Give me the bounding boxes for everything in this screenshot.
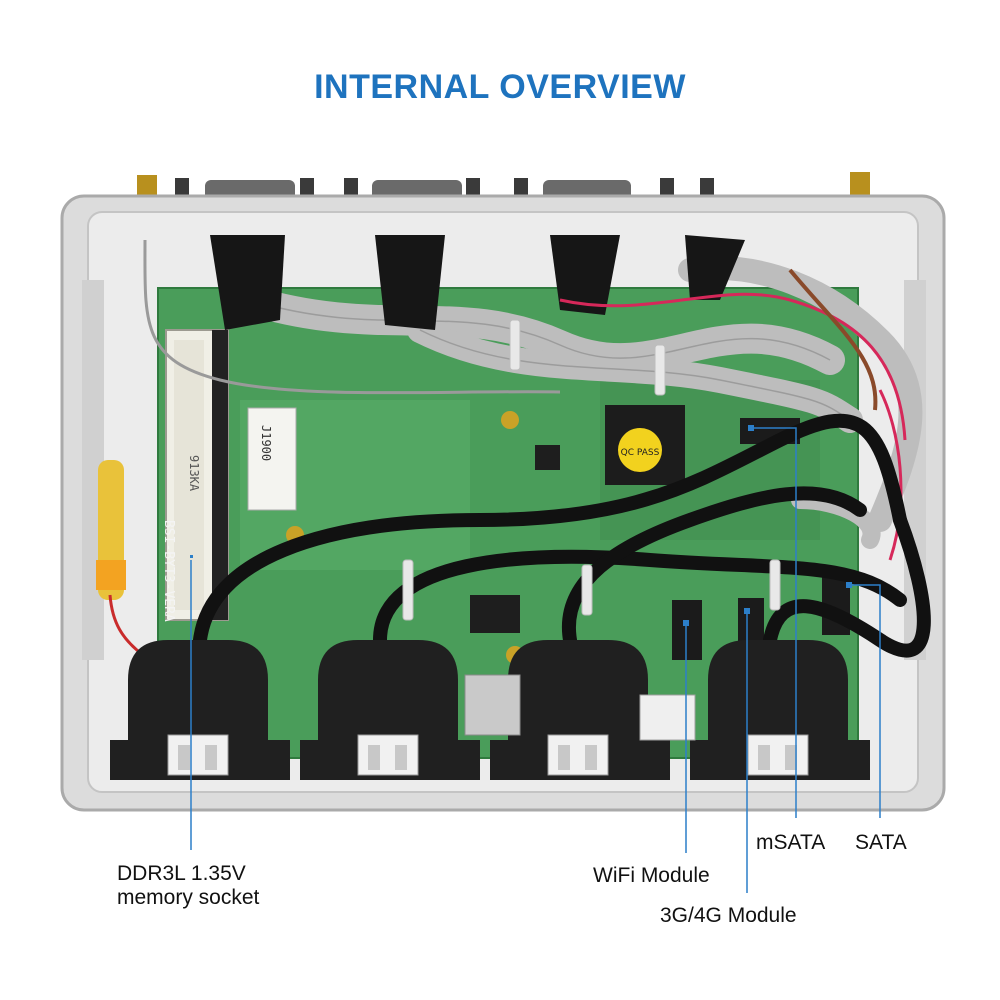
sata-label: SATA <box>855 831 907 854</box>
wifi-module-label: WiFi Module <box>593 864 710 887</box>
cpu-chip: QC PASS <box>605 405 685 485</box>
chip-stamp: QC PASS <box>621 448 660 458</box>
ddr3l-socket-label: DDR3L 1.35V memory socket <box>117 862 259 910</box>
wifi-slot <box>672 600 702 660</box>
usb-cables <box>193 413 931 658</box>
pcb-board-id: BSI-BYT3-VERA <box>161 520 176 622</box>
taped-cables <box>210 235 745 330</box>
3g4g-module-label: 3G/4G Module <box>660 904 797 927</box>
ddr-label-line1: DDR3L 1.35V <box>117 862 246 885</box>
pcb-sticker: J1900 <box>259 425 273 461</box>
ddr-label-line2: memory socket <box>117 886 260 909</box>
msata-label: mSATA <box>756 831 826 854</box>
usb-housings <box>110 640 870 780</box>
cmos-battery <box>96 460 151 662</box>
page-title: INTERNAL OVERVIEW <box>314 68 686 106</box>
pcb-socket-text: 913KA <box>187 455 201 492</box>
